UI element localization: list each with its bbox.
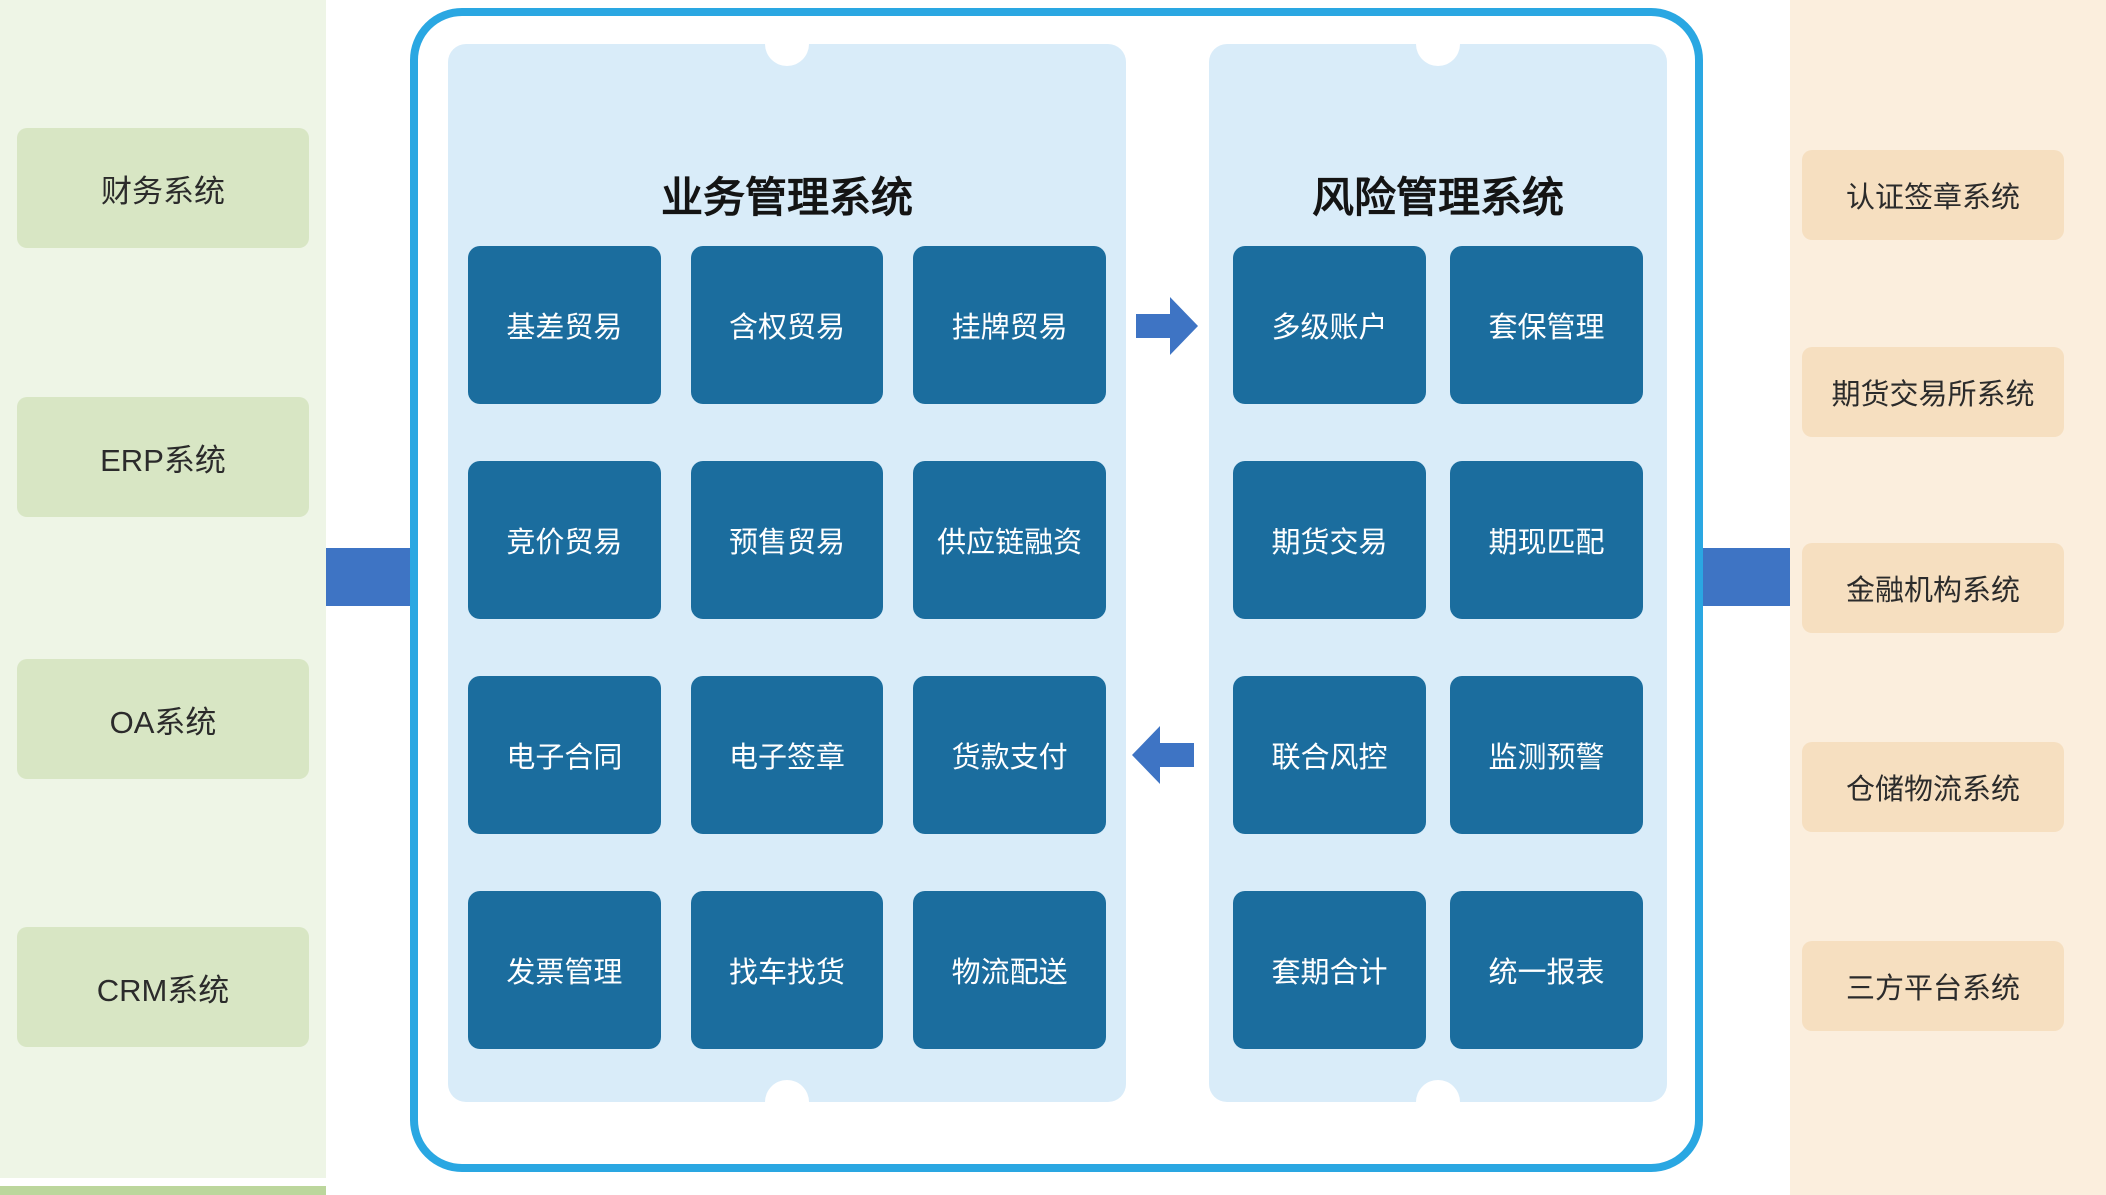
- module-box-payment: 货款支付: [913, 676, 1106, 834]
- system-pill-third-party-platform: 三方平台系统: [1802, 941, 2064, 1031]
- module-box-monitoring-alert: 监测预警: [1450, 676, 1643, 834]
- system-pill-oa: OA系统: [17, 659, 309, 779]
- business-panel-title: 业务管理系统: [660, 174, 913, 221]
- system-pill-erp: ERP系统: [17, 397, 309, 517]
- system-pill-financial-institution: 金融机构系统: [1802, 543, 2064, 633]
- module-box-option-trade: 含权贸易: [690, 246, 884, 404]
- risk-panel-title: 风险管理系统: [1311, 174, 1564, 221]
- module-box-spot-futures-matching: 期现匹配: [1450, 461, 1643, 619]
- risk-module-grid: 多级账户 套保管理 期货交易 期现匹配 联合风控 监测预警 套期合计 统一报表: [1233, 246, 1643, 1049]
- core-platform-container: 业务管理系统 基差贸易 含权贸易 挂牌贸易 竞价贸易 预售贸易 供应链融资 电子…: [410, 8, 1703, 1172]
- system-pill-finance: 财务系统: [17, 128, 309, 248]
- flow-arrow-right-icon: [1136, 297, 1198, 355]
- left-column-bottom-strip: [0, 1186, 326, 1195]
- module-box-hedge-management: 套保管理: [1450, 246, 1643, 404]
- module-box-logistics-delivery: 物流配送: [913, 891, 1106, 1049]
- module-box-presale-trade: 预售贸易: [690, 461, 884, 619]
- module-box-hedging-total: 套期合计: [1233, 891, 1426, 1049]
- module-box-unified-report: 统一报表: [1450, 891, 1643, 1049]
- module-box-invoice-management: 发票管理: [468, 891, 661, 1049]
- module-box-bidding-trade: 竞价贸易: [468, 461, 661, 619]
- panel-bottom-notch: [765, 1080, 809, 1124]
- flow-arrow-left-icon: [1132, 726, 1194, 784]
- risk-management-panel: 风险管理系统 多级账户 套保管理 期货交易 期现匹配 联合风控 监测预警 套期合…: [1209, 22, 1667, 1124]
- module-box-truck-cargo-matching: 找车找货: [690, 891, 884, 1049]
- internal-systems-column: 财务系统 ERP系统 OA系统 CRM系统: [0, 0, 326, 1178]
- system-pill-crm: CRM系统: [17, 927, 309, 1047]
- connector-left: [326, 548, 411, 606]
- panel-bottom-notch: [1416, 1080, 1460, 1124]
- system-pill-cert-signature: 认证签章系统: [1802, 150, 2064, 240]
- system-pill-futures-exchange: 期货交易所系统: [1802, 347, 2064, 437]
- module-box-e-signature: 电子签章: [690, 676, 884, 834]
- module-box-e-contract: 电子合同: [468, 676, 661, 834]
- module-box-multilevel-account: 多级账户: [1233, 246, 1426, 404]
- module-box-futures-trading: 期货交易: [1233, 461, 1426, 619]
- module-box-basis-trade: 基差贸易: [468, 246, 661, 404]
- business-module-grid: 基差贸易 含权贸易 挂牌贸易 竞价贸易 预售贸易 供应链融资 电子合同 电子签章…: [468, 246, 1106, 1049]
- external-systems-column: 认证签章系统 期货交易所系统 金融机构系统 仓储物流系统 三方平台系统: [1790, 0, 2106, 1195]
- system-pill-warehouse-logistics: 仓储物流系统: [1802, 742, 2064, 832]
- module-box-supply-chain-finance: 供应链融资: [913, 461, 1106, 619]
- connector-right: [1702, 548, 1791, 606]
- panel-top-notch: [1416, 22, 1460, 66]
- panel-top-notch: [765, 22, 809, 66]
- business-management-panel: 业务管理系统 基差贸易 含权贸易 挂牌贸易 竞价贸易 预售贸易 供应链融资 电子…: [448, 22, 1126, 1124]
- module-box-joint-risk-control: 联合风控: [1233, 676, 1426, 834]
- module-box-listed-trade: 挂牌贸易: [913, 246, 1106, 404]
